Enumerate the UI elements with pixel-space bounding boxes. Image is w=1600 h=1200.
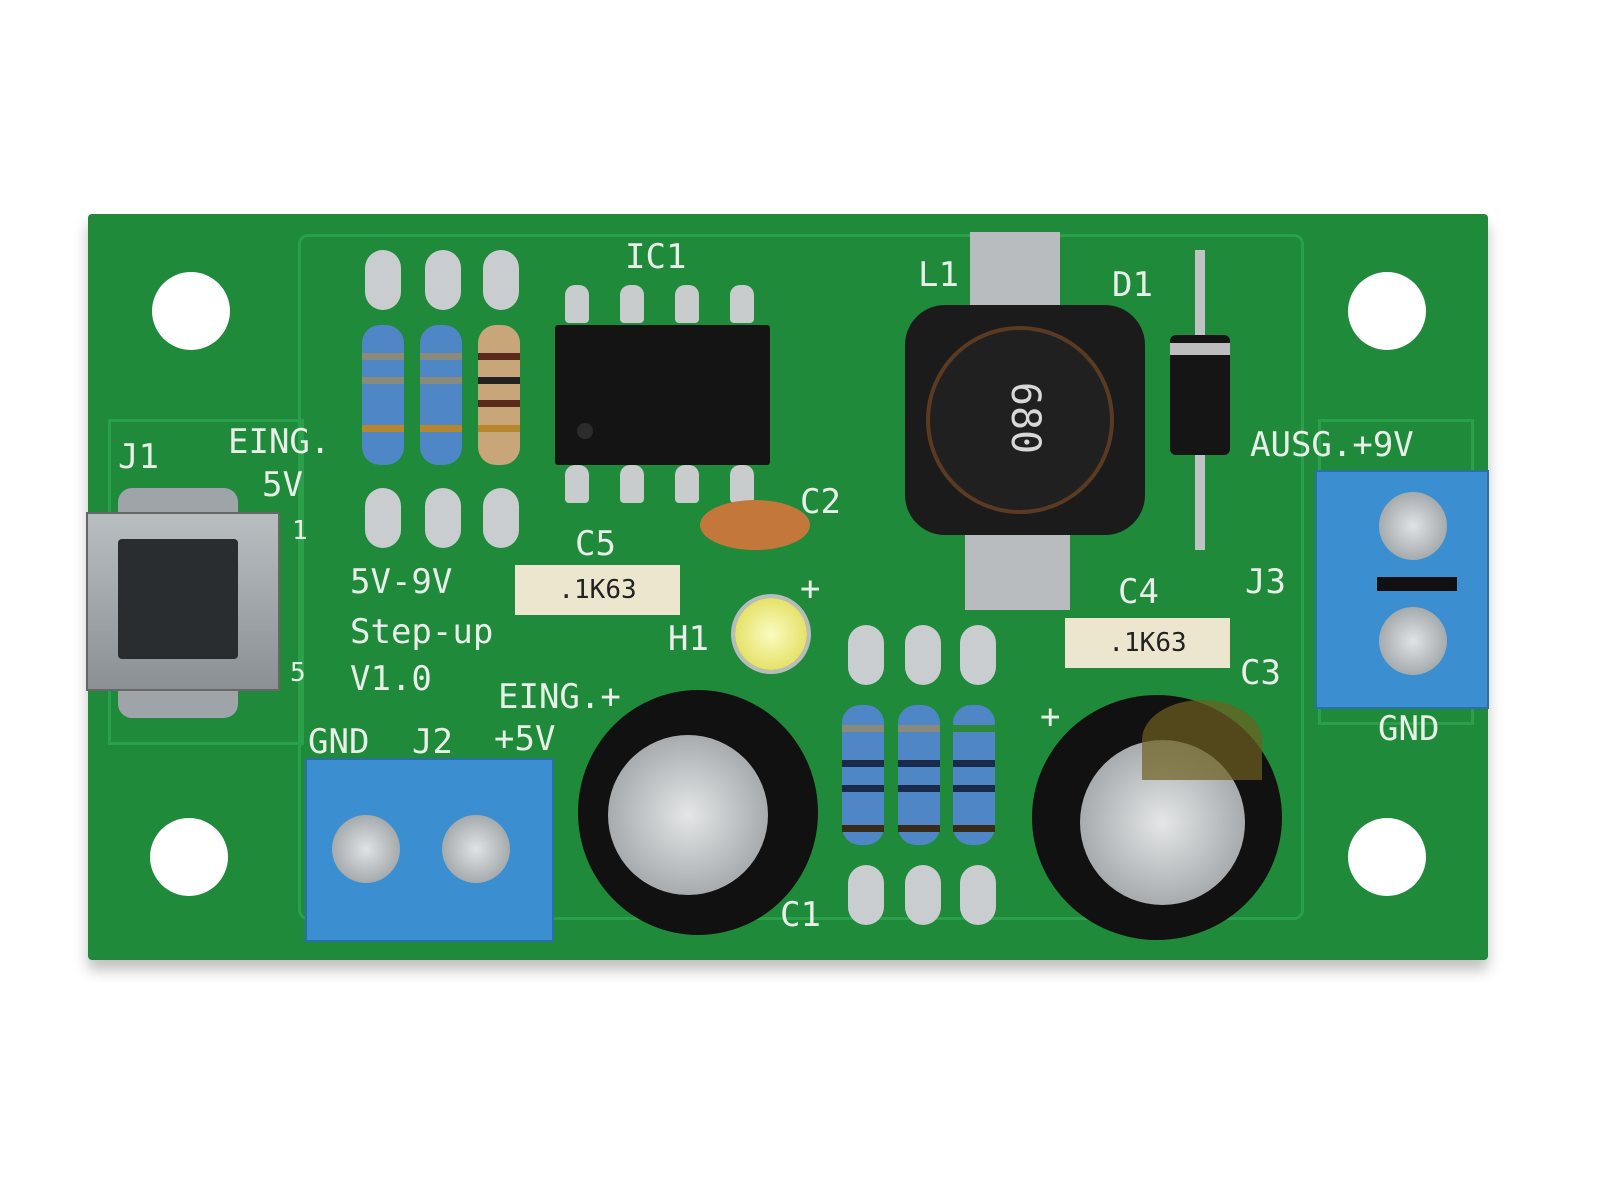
inductor-l1: 680 (905, 305, 1145, 535)
resistor (953, 705, 995, 845)
label-plus5v: +5V (494, 719, 556, 759)
ic-pin (565, 465, 589, 503)
label-j2: J2 (412, 722, 453, 762)
label-j3: J3 (1245, 562, 1286, 602)
solder-pad (425, 488, 461, 548)
ic-pin (675, 285, 699, 323)
label-gnd-j3: GND (1378, 709, 1440, 749)
label-eing: EING. (228, 422, 331, 462)
solder-pad (483, 250, 519, 310)
label-step-up: Step-up (350, 612, 494, 652)
label-c3: C3 (1240, 653, 1281, 693)
label-ausg: AUSG.+9V (1250, 425, 1414, 465)
solder-pad (960, 865, 996, 925)
terminal-divider (1377, 577, 1457, 591)
label-c3-plus: + (1040, 697, 1061, 737)
label-pin1: 1 (292, 516, 308, 546)
label-d1: D1 (1112, 265, 1153, 305)
label-c5: C5 (575, 524, 616, 564)
solder-pad (960, 625, 996, 685)
resistor (362, 325, 404, 465)
ic-pin (675, 465, 699, 503)
label-j1: J1 (118, 437, 159, 477)
label-version: V1.0 (350, 659, 432, 699)
ic-pin (565, 285, 589, 323)
label-gnd-j2: GND (308, 722, 370, 762)
terminal-block-j2 (305, 758, 554, 942)
label-title: 5V-9V (350, 562, 453, 602)
ic-pin (620, 285, 644, 323)
screw-terminal (332, 815, 400, 883)
label-5v: 5V (262, 465, 303, 505)
usb-port-opening (118, 539, 238, 659)
solder-pad (365, 488, 401, 548)
solder-pad (905, 625, 941, 685)
solder-pad (365, 250, 401, 310)
diode-d1 (1170, 335, 1230, 455)
label-c4: C4 (1118, 572, 1159, 612)
resistor (842, 705, 884, 845)
ic-pin (620, 465, 644, 503)
screw-terminal (1379, 607, 1447, 675)
capacitor-c1 (578, 690, 818, 935)
cathode-band (1170, 343, 1230, 355)
pin1-dot (577, 423, 593, 439)
capacitor-c2 (700, 500, 810, 550)
solder-pad (425, 250, 461, 310)
capacitor-c3 (1032, 695, 1282, 940)
inductor-tab (965, 520, 1070, 610)
screw-terminal (1379, 492, 1447, 560)
label-c1: C1 (780, 895, 821, 935)
capacitor-c4: .1K63 (1065, 618, 1230, 668)
label-pin5: 5 (290, 658, 306, 688)
solder-pad (483, 488, 519, 548)
resistor (478, 325, 520, 465)
mounting-hole (150, 818, 228, 896)
solder-pad (848, 625, 884, 685)
capacitor-c5: .1K63 (515, 565, 680, 615)
inductor-marking: 680 (1002, 381, 1048, 455)
terminal-block-j3 (1315, 470, 1489, 709)
label-ic1: IC1 (625, 237, 687, 277)
label-led-plus: + (800, 569, 821, 609)
label-c2: C2 (800, 482, 841, 522)
pcb-trace (298, 234, 1304, 920)
mounting-hole (1348, 272, 1426, 350)
led-h1 (735, 598, 807, 670)
mounting-hole (1348, 818, 1426, 896)
label-h1: H1 (668, 619, 709, 659)
screw-terminal (442, 815, 510, 883)
solder-pad (848, 865, 884, 925)
label-eing-plus: EING.+ (498, 677, 621, 717)
ic-pin (730, 285, 754, 323)
resistor (898, 705, 940, 845)
mounting-hole (152, 272, 230, 350)
mini-usb-connector (86, 512, 280, 691)
label-l1: L1 (918, 255, 959, 295)
ic-pin (730, 465, 754, 503)
resistor (420, 325, 462, 465)
solder-pad (905, 865, 941, 925)
ic1-chip (555, 325, 770, 465)
